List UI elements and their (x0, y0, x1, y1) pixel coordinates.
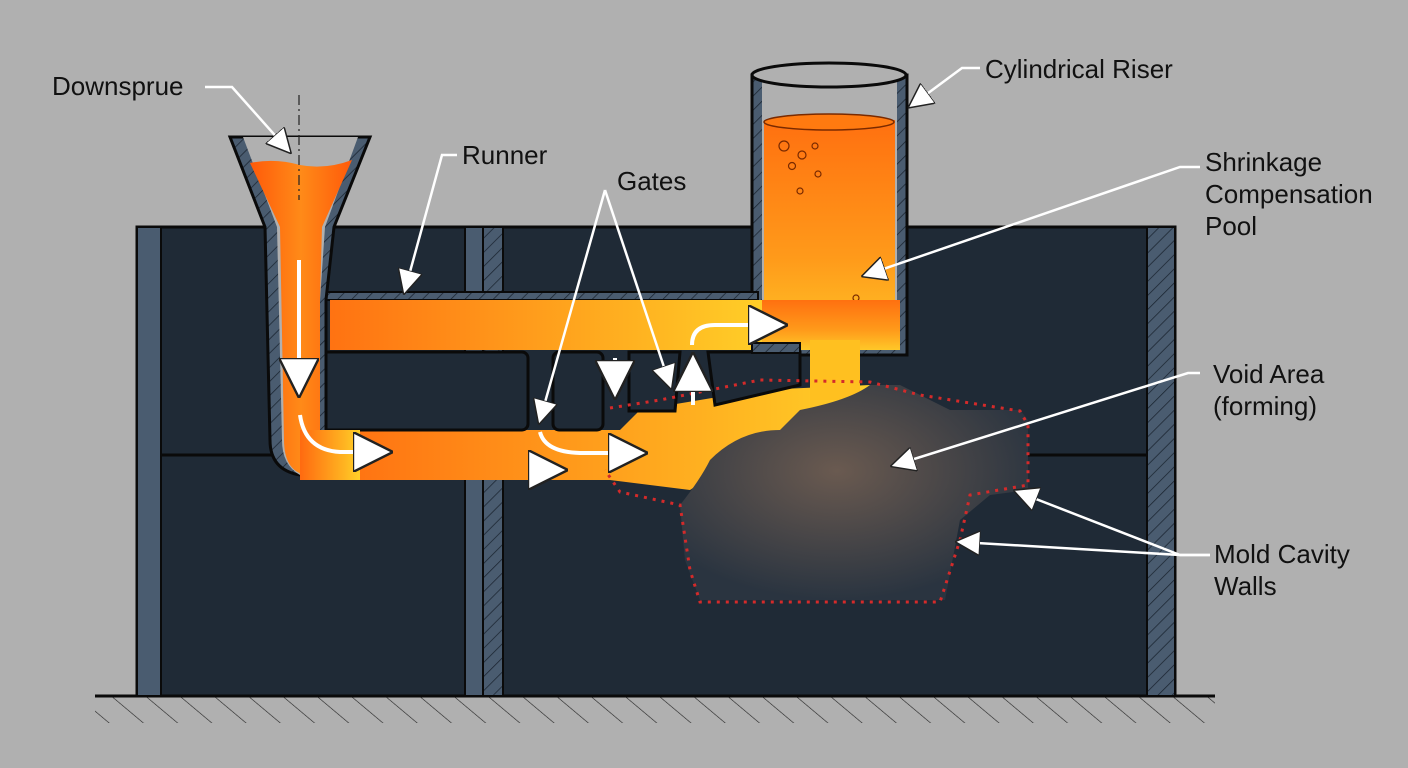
leader-shrinkage-pool (866, 165, 1200, 275)
label-shrinkage-pool: Shrinkage Compensation Pool (1205, 147, 1373, 241)
leader-lines (205, 66, 1210, 557)
void-area (603, 378, 1030, 604)
label-runner: Runner (462, 140, 548, 170)
label-cylindrical-riser: Cylindrical Riser (985, 54, 1173, 84)
mold-cavity-outline (603, 378, 1030, 604)
leader-downsprue (205, 85, 288, 150)
sand-cores (316, 342, 802, 432)
leader-gate-1 (540, 189, 607, 420)
leader-cavity-wall-2 (960, 542, 1210, 557)
label-void-area: Void Area (forming) (1213, 359, 1325, 421)
leader-gate-2 (603, 189, 670, 385)
label-downsprue: Downsprue (52, 71, 184, 101)
ground-hatch (95, 694, 1215, 723)
flow-arrows (299, 260, 780, 470)
label-mold-cavity-walls: Mold Cavity Walls (1214, 539, 1350, 601)
leader-runner (405, 153, 457, 290)
leader-riser (912, 66, 980, 105)
label-gates: Gates (617, 166, 687, 196)
leader-void-area (895, 371, 1200, 465)
